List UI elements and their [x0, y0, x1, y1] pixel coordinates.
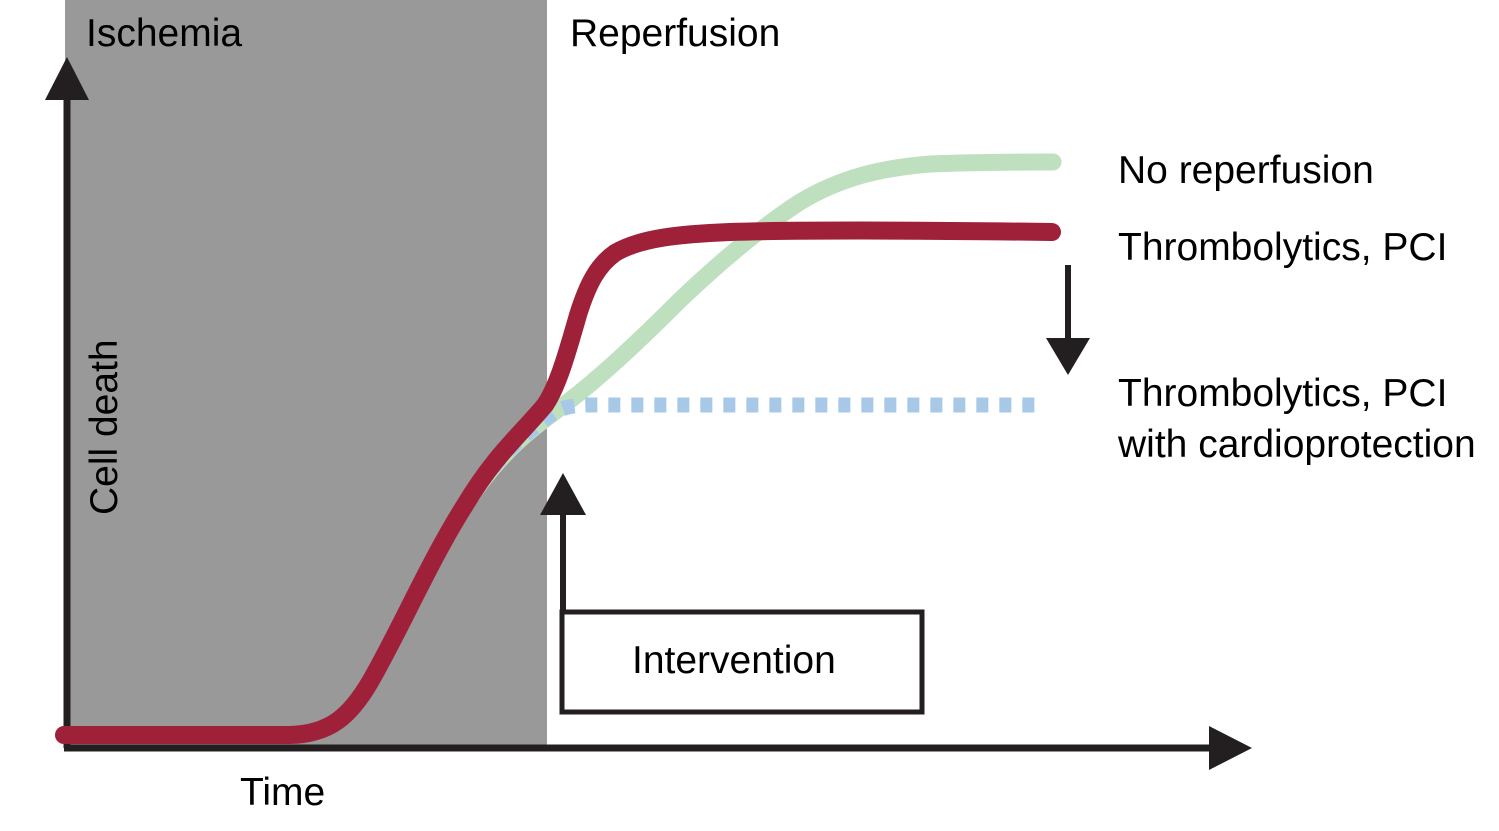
legend-item-no-reperfusion: No reperfusion: [1118, 149, 1374, 192]
intervention-arrowhead-icon: [540, 473, 586, 515]
intervention-box: [559, 609, 925, 715]
legend-benefit-arrowhead-icon: [1046, 338, 1090, 375]
phase-label-reperfusion: Reperfusion: [570, 12, 781, 55]
legend-item-thrombolytics-pci: Thrombolytics, PCI: [1118, 226, 1448, 269]
y-axis-arrowhead-icon: [45, 57, 89, 100]
phase-label-ischemia: Ischemia: [86, 12, 243, 55]
x-axis-label: Time: [240, 771, 326, 814]
legend-item-thrombolytics-pci-cardioprotection: Thrombolytics, PCI with cardioprotection: [1118, 372, 1476, 467]
y-axis-label: Cell death: [82, 339, 126, 516]
curve-thrombolytics-pci: [55, 221, 1061, 744]
x-axis-arrowhead-icon: [1209, 726, 1252, 770]
intervention-box-label: Intervention: [632, 639, 836, 682]
ischemia-shaded-band: [65, 0, 547, 748]
